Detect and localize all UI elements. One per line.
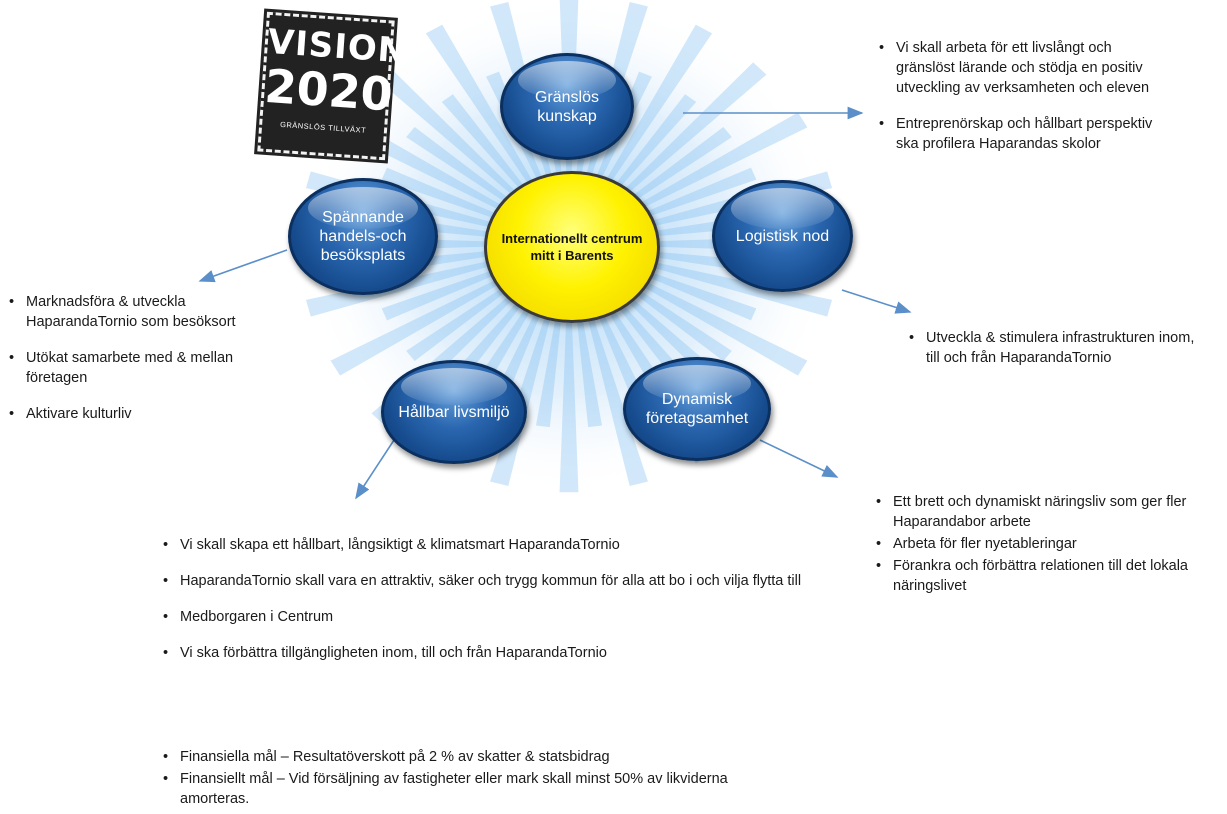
list-livsmiljo: Vi skall skapa ett hållbart, långsiktigt… bbox=[160, 535, 840, 679]
center-node: Internationellt centrum mitt i Barents bbox=[484, 171, 660, 323]
list-item: Marknadsföra & utveckla HaparandaTornio … bbox=[6, 292, 236, 332]
list-item: HaparandaTornio skall vara en attraktiv,… bbox=[160, 571, 840, 591]
bubble-granslos-kunskap-label: Gränslös kunskap bbox=[534, 88, 600, 125]
list-item: Vi ska förbättra tillgängligheten inom, … bbox=[160, 643, 840, 663]
center-node-label: Internationellt centrum mitt i Barents bbox=[501, 231, 643, 263]
logo-line3: GRÄNSLÖS TILLVÄXT bbox=[279, 119, 367, 135]
list-item: Ett brett och dynamiskt näringsliv som g… bbox=[873, 492, 1225, 532]
list-logistik: Utveckla & stimulera infrastrukturen ino… bbox=[906, 328, 1196, 384]
list-kunskap: Vi skall arbeta för ett livslångt och gr… bbox=[876, 38, 1156, 170]
arrow-livsmiljo bbox=[355, 436, 397, 500]
list-besoksplats: Marknadsföra & utveckla HaparandaTornio … bbox=[6, 292, 236, 440]
logo-line2: 2020 bbox=[262, 58, 395, 122]
list-item: Vi skall arbeta för ett livslångt och gr… bbox=[876, 38, 1156, 98]
bubble-logistisk-nod-label: Logistisk nod bbox=[735, 227, 830, 245]
arrow-besoksplats bbox=[198, 249, 288, 283]
list-item: Vi skall skapa ett hållbart, långsiktigt… bbox=[160, 535, 840, 555]
list-item: Medborgaren i Centrum bbox=[160, 607, 840, 627]
starburst-ray bbox=[559, 244, 579, 493]
list-item: Aktivare kulturliv bbox=[6, 404, 236, 424]
list-item: Finansiellt mål – Vid försäljning av fas… bbox=[160, 769, 780, 809]
vision-2020-logo: VISION 2020 GRÄNSLÖS TILLVÄXT bbox=[254, 8, 408, 164]
list-item: Utveckla & stimulera infrastrukturen ino… bbox=[906, 328, 1196, 368]
list-item: Utökat samarbete med & mellan företagen bbox=[6, 348, 236, 388]
list-item: Arbeta för fler nyetableringar bbox=[873, 534, 1225, 554]
list-item: Förankra och förbättra relationen till d… bbox=[873, 556, 1225, 596]
bubble-hallbar-livsmiljo-label: Hållbar livsmiljö bbox=[398, 403, 510, 421]
bubble-besoksplats: Spännande handels-och besöksplats bbox=[288, 178, 438, 295]
bubble-dynamisk-foretagsamhet-label: Dynamisk företagsamhet bbox=[645, 391, 749, 427]
bubble-hallbar-livsmiljo: Hållbar livsmiljö bbox=[381, 360, 527, 464]
list-foretagsamhet: Ett brett och dynamiskt näringsliv som g… bbox=[873, 492, 1225, 598]
arrow-logistik bbox=[841, 289, 912, 314]
list-item: Entreprenörskap och hållbart perspektiv … bbox=[876, 114, 1156, 154]
bubble-dynamisk-foretagsamhet: Dynamisk företagsamhet bbox=[623, 357, 771, 461]
list-finansiella-mal: Finansiella mål – Resultatöverskott på 2… bbox=[160, 747, 780, 811]
bubble-besoksplats-label: Spännande handels-och besöksplats bbox=[319, 209, 407, 264]
arrow-foretagsamhet bbox=[759, 439, 839, 478]
bubble-logistisk-nod: Logistisk nod bbox=[712, 180, 853, 292]
bubble-granslos-kunskap: Gränslös kunskap bbox=[500, 53, 634, 160]
list-item: Finansiella mål – Resultatöverskott på 2… bbox=[160, 747, 780, 767]
